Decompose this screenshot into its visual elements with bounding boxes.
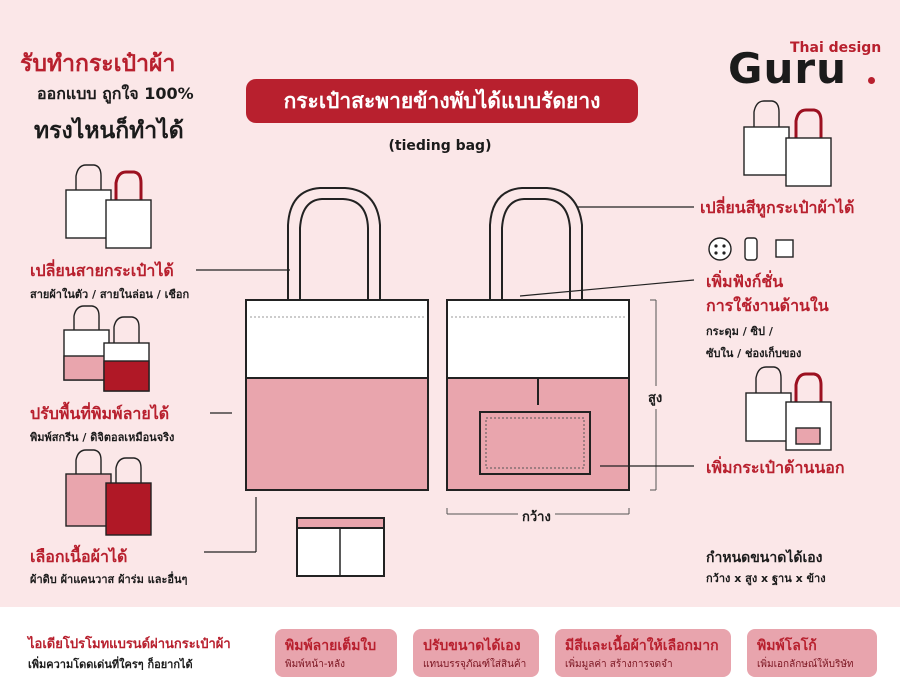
feature-outer-pocket-title: เพิ่มกระเป๋าด้านนอก — [706, 458, 845, 477]
footer-pill-size: ปรับขนาดได้เอง แทนบรรจุภัณฑ์ใส่สินค้า — [413, 629, 539, 677]
footer-pill-color-sub: เพิ่มมูลค่า สร้างการจดจำ — [565, 659, 673, 670]
feature-print-area-title: ปรับพื้นที่พิมพ์ลายได้ — [30, 404, 170, 423]
width-label: กว้าง — [518, 506, 555, 527]
feature-change-strap-desc: สายผ้าในตัว / สายในล่อน / เชือก — [30, 288, 190, 301]
footer-pill-print-sub: พิมพ์หน้า-หลัง — [285, 659, 346, 670]
feature-inner-function-desc2: ซับใน / ช่องเก็บของ — [706, 347, 802, 360]
feature-handle-color-title: เปลี่ยนสีหูกระเป๋าผ้าได้ — [700, 198, 855, 217]
headline-2: ออกแบบ ถูกใจ 100% — [37, 84, 194, 103]
footer-pill-print-title: พิมพ์ลายเต็มใบ — [285, 638, 377, 654]
page-subtitle: (tieding bag) — [388, 138, 492, 154]
footer-pill-color-title: มีสีและเนื้อผ้าให้เลือกมาก — [565, 638, 719, 654]
footer-pill-size-sub: แทนบรรจุภัณฑ์ใส่สินค้า — [423, 659, 527, 670]
feature-fabric-desc: ผ้าดิบ ผ้าแคนวาส ผ้าร่ม และอื่นๆ — [30, 573, 188, 586]
footer-pill-logo-sub: เพิ่มเอกลักษณ์ให้บริษัท — [757, 659, 854, 670]
logo-dot — [868, 77, 875, 84]
bag-illustration — [63, 100, 832, 577]
footer-pill-logo-title: พิมพ์โลโก้ — [757, 638, 817, 654]
footer-pill-size-title: ปรับขนาดได้เอง — [423, 638, 521, 654]
height-label: สูง — [646, 386, 665, 409]
feature-fabric-title: เลือกเนื้อผ้าได้ — [30, 547, 128, 566]
footer-bar: ไอเดียโปรโมทแบรนด์ผ่านกระเป๋าผ้า เพิ่มคว… — [0, 607, 900, 697]
footer-line-1: ไอเดียโปรโมทแบรนด์ผ่านกระเป๋าผ้า — [28, 637, 231, 652]
logo-text: Guru — [728, 44, 847, 93]
feature-print-area-desc: พิมพ์สกรีน / ดิจิตอลเหมือนจริง — [30, 431, 175, 444]
logo-tagline: Thai design — [790, 40, 882, 56]
feature-inner-function-title1: เพิ่มฟังก์ชั่น — [706, 272, 784, 291]
feature-change-strap-title: เปลี่ยนสายกระเป๋าได้ — [30, 261, 174, 280]
page-title: กระเป๋าสะพายข้างพับได้แบบรัดยาง — [246, 79, 638, 123]
headline-3: ทรงไหนก็ทำได้ — [34, 118, 184, 144]
headline-1: รับทำกระเป๋าผ้า — [20, 51, 176, 77]
footer-pill-color: มีสีและเนื้อผ้าให้เลือกมาก เพิ่มมูลค่า ส… — [555, 629, 731, 677]
footer-pill-logo: พิมพ์โลโก้ เพิ่มเอกลักษณ์ให้บริษัท — [747, 629, 877, 677]
feature-inner-function-title2: การใช้งานด้านใน — [706, 296, 829, 315]
feature-custom-size-desc: กว้าง x สูง x ฐาน x ข้าง — [706, 572, 826, 585]
feature-inner-function-desc1: กระดุม / ซิป / — [706, 325, 773, 338]
footer-pill-print: พิมพ์ลายเต็มใบ พิมพ์หน้า-หลัง — [275, 629, 397, 677]
footer-line-2: เพิ่มความโดดเด่นที่ใครๆ ก็อยากได้ — [28, 658, 193, 671]
feature-custom-size-title: กำหนดขนาดได้เอง — [706, 550, 823, 566]
